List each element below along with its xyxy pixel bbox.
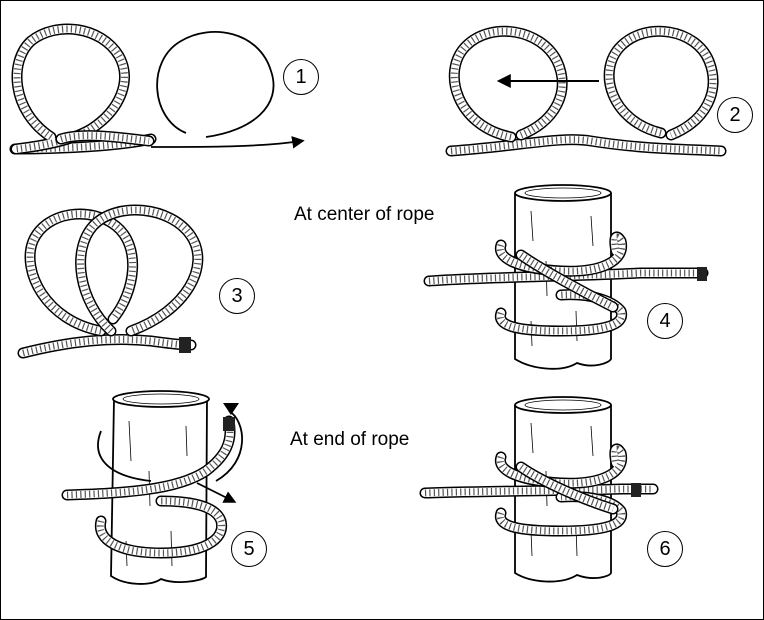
rope-twist (450, 27, 566, 141)
rope-twist (22, 336, 192, 357)
step-1-line-diagram (150, 30, 305, 149)
step-3-overlapping-loops (17, 204, 204, 359)
rope-twist (518, 252, 615, 311)
rope-twist (450, 136, 722, 155)
step-number-4: 4 (647, 303, 683, 339)
rope-body (517, 463, 617, 513)
step-number-2: 2 (717, 97, 753, 133)
rope-twist (496, 233, 626, 275)
step-number-5: 5 (231, 531, 267, 567)
step-5-post-end (61, 390, 242, 585)
step-number-3: 3 (219, 278, 255, 314)
caption-center-of-rope: At center of rope (294, 204, 435, 225)
rope-body (421, 485, 657, 497)
rope-body (26, 210, 137, 335)
step-number-6: 6 (647, 531, 683, 567)
step-1-rope-loop (9, 23, 157, 155)
step-4-post-center (423, 184, 709, 370)
rope-body (63, 417, 234, 499)
step-6-post-finished (419, 396, 659, 583)
step-number-1: 1 (283, 59, 319, 95)
rope-twist (496, 445, 626, 487)
step-2-two-loops (445, 25, 727, 157)
rope-body (19, 335, 195, 357)
rope-body (96, 497, 226, 557)
rope-body (76, 206, 202, 335)
rope-twist (605, 27, 717, 139)
rope-body (57, 131, 153, 145)
rope-twist (428, 269, 703, 285)
caption-end-of-rope: At end of rope (290, 429, 410, 450)
